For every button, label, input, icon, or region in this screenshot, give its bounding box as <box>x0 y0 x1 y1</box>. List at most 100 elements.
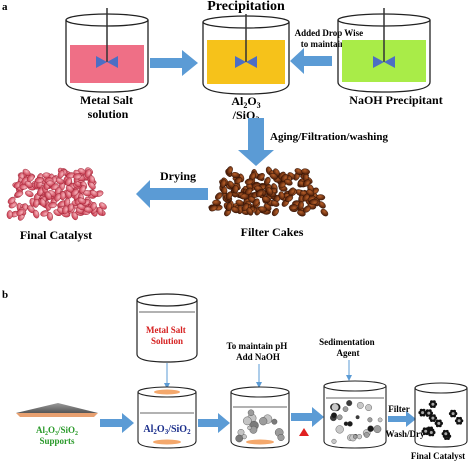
catalyst-piece <box>77 197 87 205</box>
arrow-right-b4 <box>388 411 416 427</box>
catalyst-cluster-petal <box>425 431 429 436</box>
sediment-particle <box>377 417 383 423</box>
filter-cake-piece <box>301 168 310 175</box>
sedimentation-note: Sedimentation Agent <box>319 337 377 358</box>
filter-cake-piece <box>285 194 294 203</box>
catalyst-piece <box>57 170 65 179</box>
catalyst-piece <box>96 207 104 216</box>
panel-b-label: b <box>2 289 8 301</box>
metal-salt-cylinder <box>136 293 198 363</box>
sediment-particle <box>336 414 343 421</box>
ph-note: To maintain pH Add NaOH <box>227 341 290 362</box>
filter-cake-piece <box>266 187 273 196</box>
sediment-particle <box>373 425 382 433</box>
catalyst-piece <box>24 180 33 188</box>
catalyst-cluster-petal <box>456 416 460 421</box>
catalyst-cluster-petal <box>422 413 426 417</box>
catalyst-cluster-core <box>451 412 455 416</box>
filter-cake-piece <box>244 178 254 185</box>
supports-word: Supports <box>39 436 75 446</box>
filter-cake-piece <box>252 198 260 207</box>
catalyst-cluster-petal <box>458 416 462 421</box>
sediment-particle <box>367 417 373 423</box>
sediment-particle <box>363 431 370 438</box>
precipitate-particle <box>247 409 255 416</box>
catalyst-cluster-core <box>444 432 448 436</box>
catalyst-piece <box>65 177 72 186</box>
filter-cakes-pile <box>208 166 329 217</box>
arrow-down <box>238 118 274 166</box>
filter-cake-piece <box>261 196 271 203</box>
naoh-beaker <box>230 386 290 449</box>
wash-dry-label: Wash/Dry <box>385 429 425 439</box>
drying-label: Drying <box>160 169 196 183</box>
catalyst-piece <box>34 177 44 184</box>
catalyst-piece <box>71 188 79 197</box>
catalyst-piece <box>33 199 40 208</box>
sediment-particle <box>355 415 360 420</box>
sediment-particle <box>353 434 358 439</box>
catalyst-piece <box>72 173 82 180</box>
precipitation-beaker <box>202 14 290 95</box>
sediment-particle <box>356 401 364 409</box>
catalyst-piece <box>39 198 47 207</box>
filter-cake-piece <box>240 193 250 200</box>
catalyst-cluster-petal <box>435 419 440 423</box>
final-catalyst-pile <box>6 167 107 221</box>
filter-cake-piece <box>231 172 240 179</box>
precipitate-particle <box>235 434 243 443</box>
sediment-particle <box>331 438 337 444</box>
sedimentation-beaker <box>323 380 387 449</box>
naoh-label: NaOH Precipitant <box>349 93 442 107</box>
filter-cake-piece <box>303 205 311 213</box>
filter-cakes-label: Filter Cakes <box>241 225 304 239</box>
precipitate-particles <box>235 409 285 443</box>
sediment-particle <box>346 400 353 407</box>
catalyst-piece <box>84 169 92 178</box>
naoh-beaker <box>337 8 431 93</box>
precipitation-title: Precipitation <box>207 0 285 14</box>
beaker-oxide-label: Al2O3/SiO2 <box>143 424 191 436</box>
catalyst-cluster-core <box>437 421 441 425</box>
catalyst-cluster-petal <box>445 434 449 438</box>
catalyst-piece <box>48 202 57 209</box>
catalyst-cluster-core <box>427 411 431 415</box>
filter-cake-piece <box>309 198 319 205</box>
arrow-right-b1 <box>100 413 134 433</box>
catalyst-piece <box>88 181 96 190</box>
filter-cake-piece <box>269 172 278 180</box>
filter-cake-piece <box>320 208 329 217</box>
stirrer-icon <box>96 56 118 68</box>
catalyst-cluster-core <box>431 416 435 420</box>
arrow-right-1 <box>150 50 198 76</box>
sediment-particle <box>335 425 344 434</box>
arrow-left-1 <box>290 48 332 74</box>
catalyst-cluster-petal <box>450 409 454 413</box>
stirrer-icon <box>373 56 395 68</box>
support-beaker <box>137 386 197 449</box>
catalyst-piece <box>25 190 34 198</box>
sediment-particle <box>347 421 353 427</box>
sediment-particle <box>356 434 363 440</box>
catalyst-cluster-petal <box>432 418 436 422</box>
catalyst-particles <box>418 400 464 440</box>
heat-icon <box>299 428 309 436</box>
filter-cake-piece <box>208 204 218 212</box>
catalyst-cluster-petal <box>428 409 432 413</box>
supports-label: Al2O3/SiO2 <box>36 425 78 437</box>
drop-arrowhead <box>346 375 352 381</box>
catalyst-piece <box>84 206 93 213</box>
filter-cake-piece <box>297 210 306 217</box>
catalyst-piece <box>32 209 40 219</box>
metal-salt-label: Metal Salt solution <box>80 93 136 121</box>
catalyst-piece <box>50 183 59 191</box>
filter-cake-piece <box>297 201 304 210</box>
sediment-particle <box>331 412 338 419</box>
precipitate-particle <box>247 425 252 430</box>
catalyst-cluster-petal <box>430 400 434 404</box>
final-catalyst-beaker <box>414 382 468 448</box>
panel-a-label: a <box>2 1 8 13</box>
catalyst-cluster-core <box>429 431 433 434</box>
catalyst-cluster-core <box>421 411 425 415</box>
supports-base <box>16 413 98 417</box>
